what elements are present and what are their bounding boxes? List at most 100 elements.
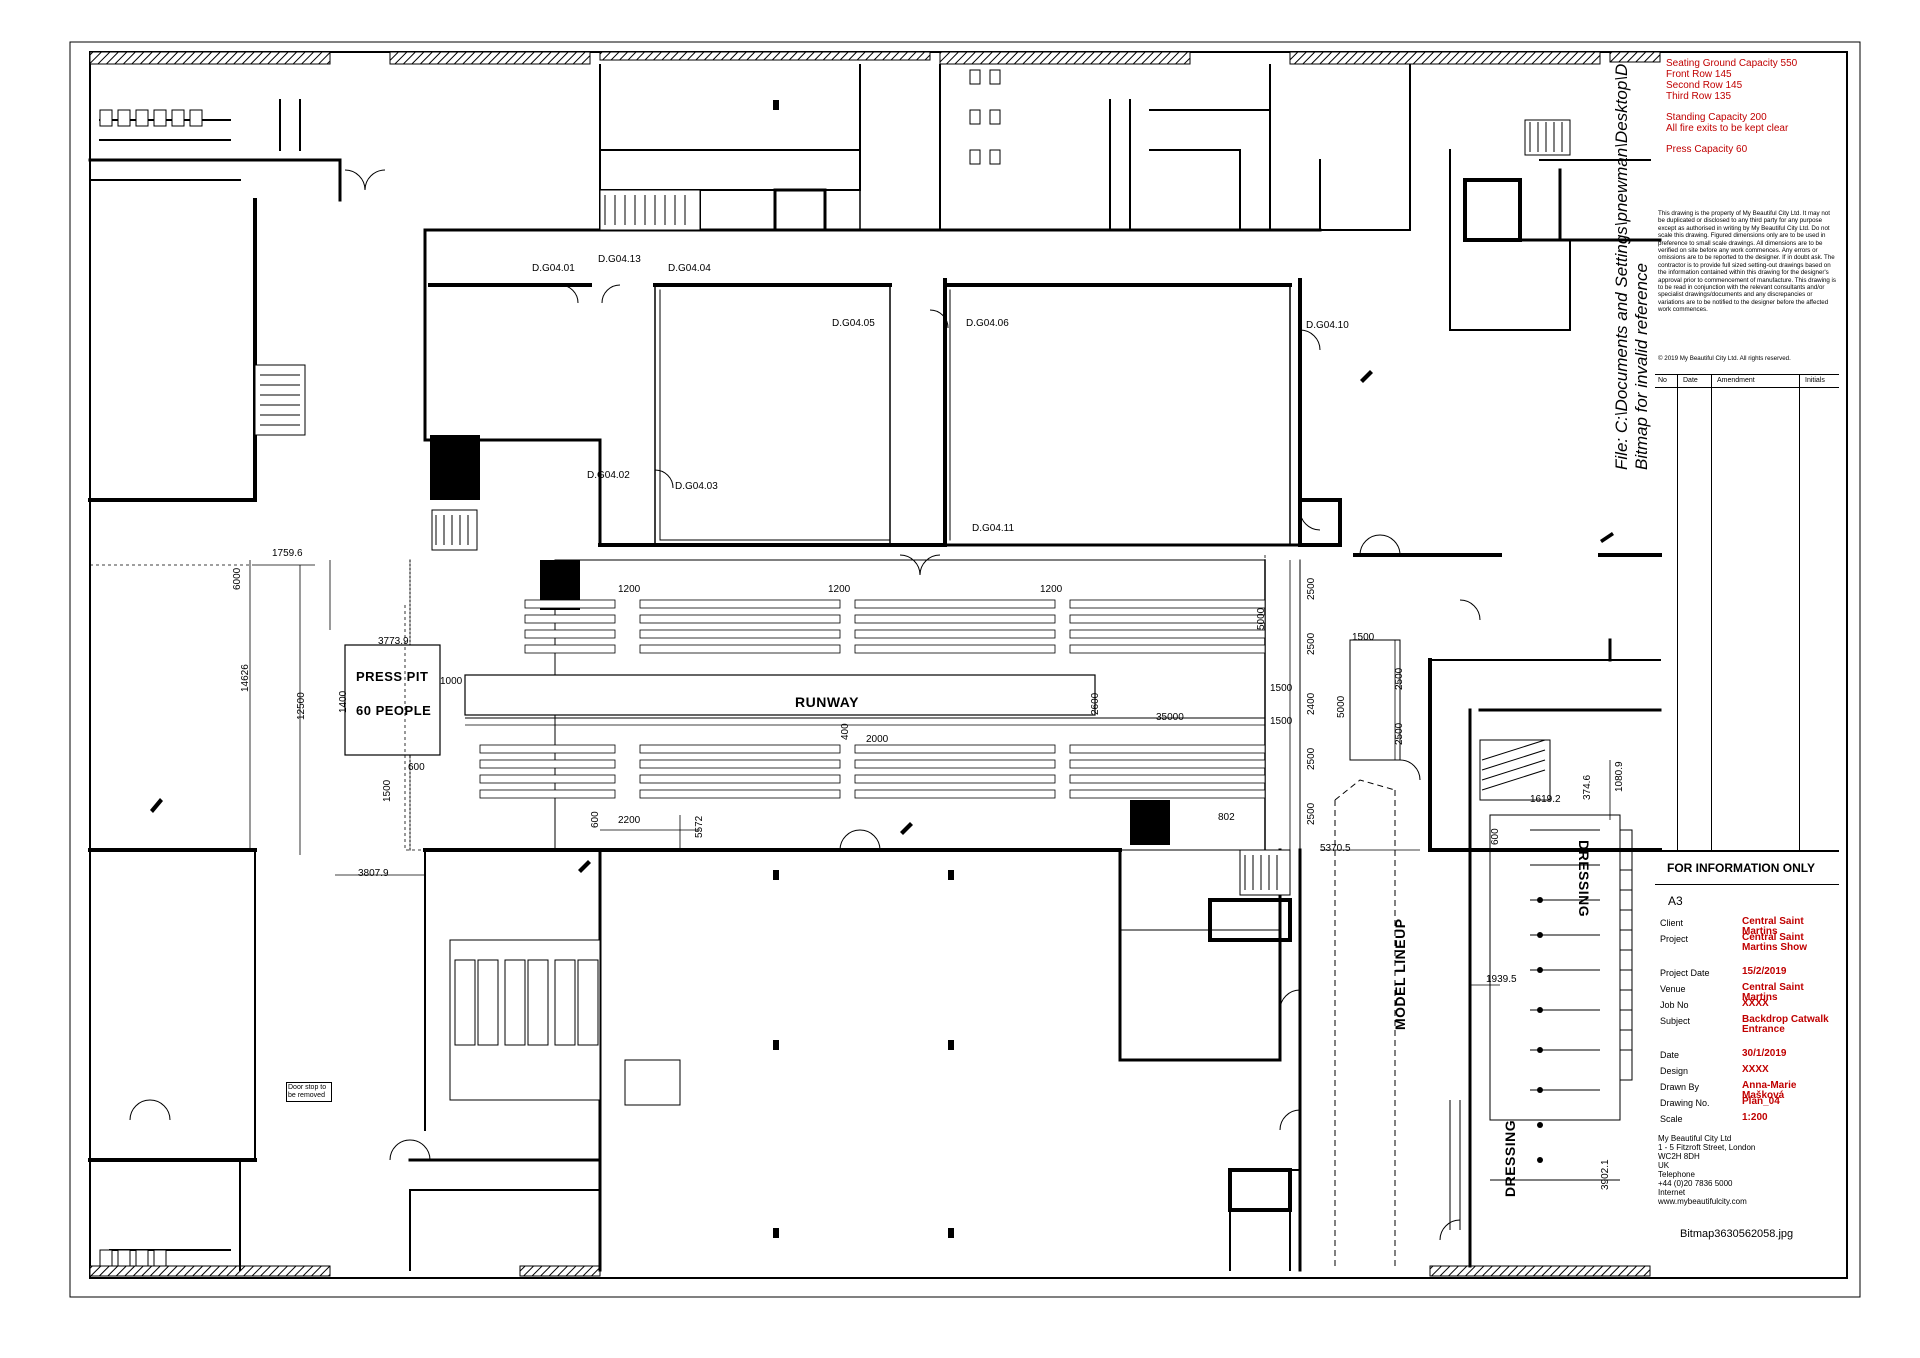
rev-col-date: Date: [1683, 377, 1698, 384]
note-seating-capacity: Seating Ground Capacity 550: [1666, 58, 1798, 69]
dim-1200-b: 1200: [828, 584, 851, 595]
dim-12500: 12500: [296, 692, 307, 720]
company-country: UK: [1658, 1161, 1670, 1170]
revision-table: No Date Amendment Initials: [1655, 374, 1839, 852]
door-tag-g04-13: D.G04.13: [598, 254, 641, 265]
label-press-pit: PRESS PIT: [356, 669, 429, 684]
dim-1200-c: 1200: [1040, 584, 1063, 595]
file-path-overlay: Bitmap for invalid reference: [1632, 263, 1651, 470]
wc-cubicles: [99, 69, 1001, 1267]
dim-1000: 1000: [440, 676, 463, 687]
rail-markers: [1537, 897, 1543, 1163]
dim-1500-d: 1500: [1352, 632, 1375, 643]
file-path-text: File: C:\Documents and Settings\pnewman\…: [1612, 63, 1631, 470]
dim-2500-e: 2500: [1394, 667, 1405, 690]
stairs: [254, 119, 1571, 896]
clothes-rails: [1449, 814, 1633, 1230]
seating-rows: [479, 599, 1266, 799]
label-press-pit-capacity: 60 PEOPLE: [356, 703, 432, 718]
rev-col-no: No: [1658, 377, 1667, 384]
dim-3807-9: 3807.9: [358, 868, 389, 879]
dim-2200: 2200: [618, 815, 641, 826]
dim-2500-a: 2500: [1306, 577, 1317, 600]
dim-2000: 2000: [866, 734, 889, 745]
door-tag-g04-04: D.G04.04: [668, 263, 711, 274]
fire-symbols: [150, 370, 1614, 873]
company-tel: +44 (0)20 7836 5000: [1658, 1179, 1733, 1188]
door-tag-g04-10: D.G04.10: [1306, 320, 1349, 331]
dim-600-b: 600: [590, 811, 601, 828]
note-third-row: Third Row 135: [1666, 91, 1732, 102]
company-web: www.mybeautifulcity.com: [1658, 1197, 1747, 1206]
dim-14626: 14626: [240, 664, 251, 692]
structural-columns: [773, 100, 954, 1238]
door-tag-g04-11: D.G04.11: [972, 523, 1015, 534]
tb-drawing-no: Drawing No.Plan_04: [1660, 1096, 1780, 1109]
model-lineup-path: [1334, 779, 1396, 1270]
dim-600-a: 600: [408, 762, 425, 773]
company-info: My Beautiful City Ltd 1 - 5 Fitzroft Str…: [1658, 1134, 1755, 1206]
company-address-1: 1 - 5 Fitzroft Street, London: [1658, 1143, 1756, 1152]
dim-35000: 35000: [1156, 712, 1184, 723]
hatched-walls: [89, 51, 1661, 1277]
company-name: My Beautiful City Ltd: [1658, 1134, 1732, 1143]
dim-374-6: 374.6: [1582, 774, 1593, 800]
label-model-lineup: MODEL LINEUP: [1392, 918, 1408, 1030]
dimension-lines: [249, 560, 1611, 986]
door-tag-g04-02: D.G04.02: [587, 470, 630, 481]
note-press-capacity: Press Capacity 60: [1666, 144, 1748, 155]
bitmap-filename: Bitmap3630562058.jpg: [1680, 1228, 1794, 1240]
label-runway: RUNWAY: [795, 694, 859, 710]
dim-6000: 6000: [232, 567, 243, 590]
dim-2600: 2600: [1090, 692, 1101, 715]
label-door-stop: Door stop to be removed: [286, 1082, 332, 1102]
dim-3773-9: 3773.9: [378, 636, 409, 647]
dim-2500-c: 2500: [1306, 747, 1317, 770]
door-tag-g04-05: D.G04.05: [832, 318, 875, 329]
rev-col-amendment: Amendment: [1717, 377, 1755, 384]
note-second-row: Second Row 145: [1666, 80, 1743, 91]
label-dressing-upper: DRESSING: [1576, 840, 1592, 918]
zone-lines: [90, 555, 1266, 851]
company-tel-label: Telephone: [1658, 1170, 1695, 1179]
dim-1500-c: 1500: [1270, 716, 1293, 727]
dim-2400: 2400: [1306, 692, 1317, 715]
lift-cores: [1208, 178, 1522, 1212]
note-standing-capacity: Standing Capacity 200: [1666, 112, 1767, 123]
walls: [88, 64, 1662, 1272]
dim-1080-9: 1080.9: [1614, 761, 1625, 792]
dim-1400: 1400: [338, 690, 349, 713]
label-dressing-lower: DRESSING: [1502, 1119, 1518, 1197]
runway-platform: [464, 674, 1096, 716]
core-blocks: [430, 188, 1342, 845]
dim-2500-d: 2500: [1306, 802, 1317, 825]
dim-600-c: 600: [1490, 828, 1501, 845]
dim-3902-1: 3902.1: [1600, 1159, 1611, 1190]
dim-1200-a: 1200: [618, 584, 641, 595]
classroom-desks: [449, 939, 681, 1106]
sheet-border-outer: [69, 41, 1861, 1298]
dim-5000-a: 5000: [1256, 607, 1267, 630]
note-front-row: Front Row 145: [1666, 69, 1732, 80]
dim-1500-b: 1500: [1270, 683, 1293, 694]
company-web-label: Internet: [1658, 1188, 1686, 1197]
dim-1939-5: 1939.5: [1486, 974, 1517, 985]
dim-1759-6: 1759.6: [272, 548, 303, 559]
backdrop-box: [1349, 639, 1401, 761]
dim-5370-5: 5370.5: [1320, 843, 1351, 854]
disclaimer-text: This drawing is the property of My Beaut…: [1658, 210, 1837, 314]
note-fire-exits: All fire exits to be kept clear: [1666, 123, 1789, 134]
door-tag-g04-03: D.G04.03: [675, 481, 718, 492]
dim-1500-a: 1500: [382, 779, 393, 802]
status-label: FOR INFORMATION ONLY: [1667, 861, 1815, 875]
door-tag-g04-06: D.G04.06: [966, 318, 1009, 329]
